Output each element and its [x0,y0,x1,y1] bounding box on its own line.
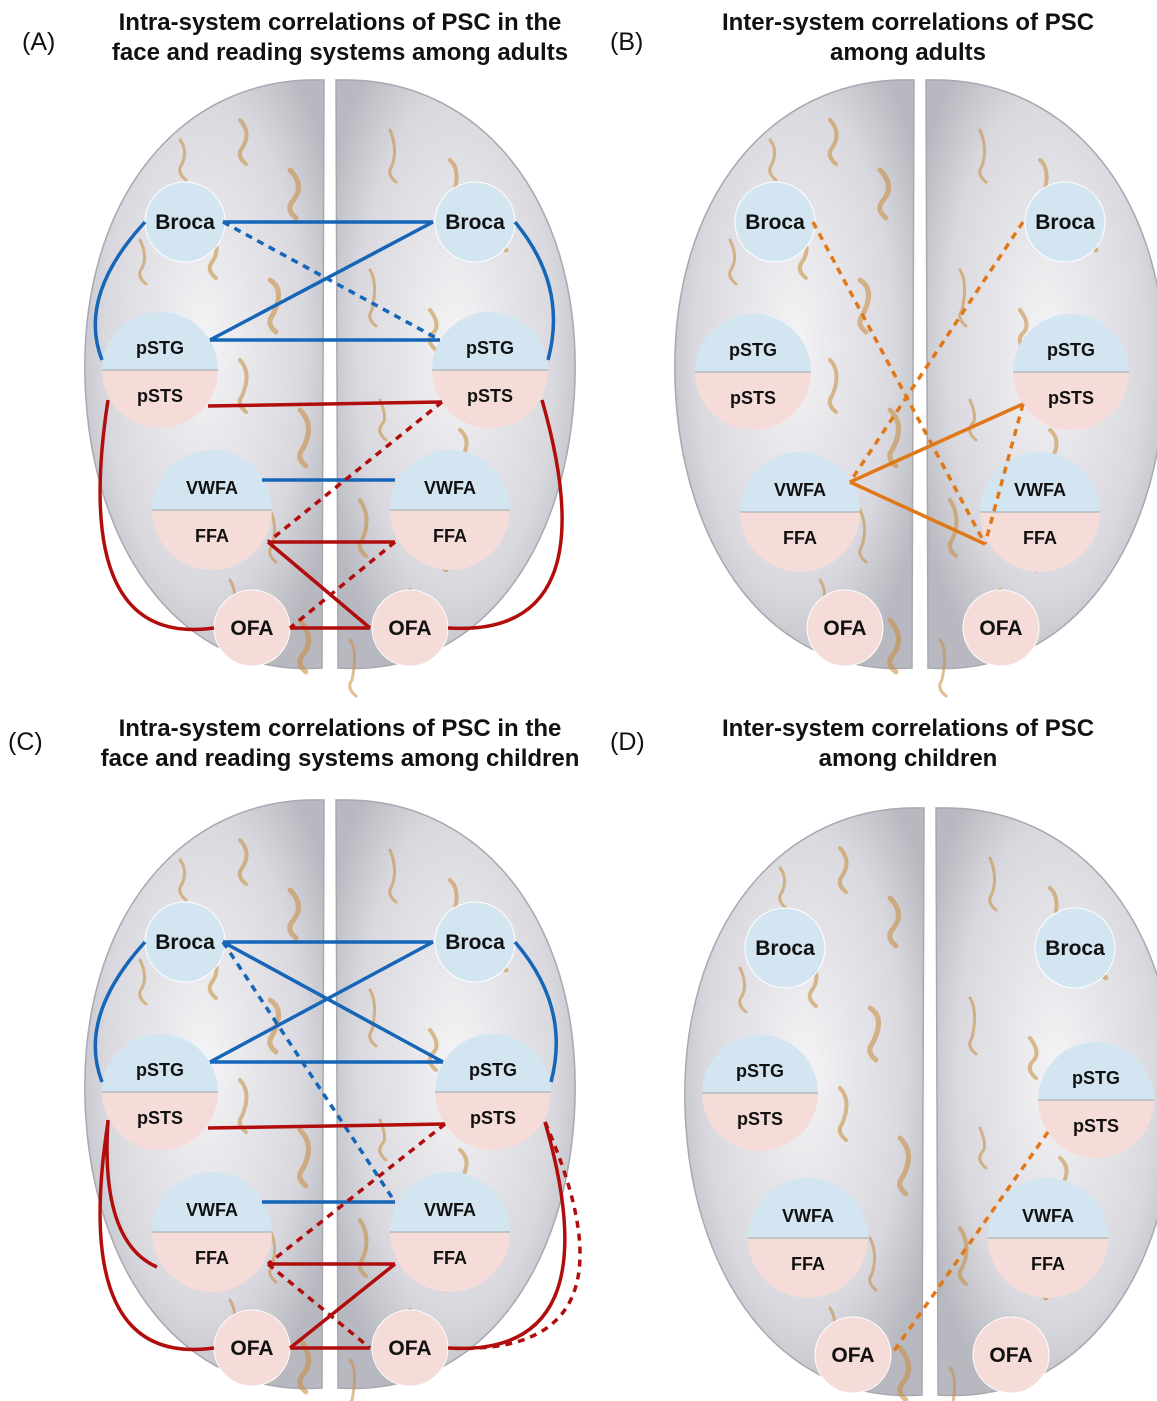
node-ofa-left-label: OFA [823,617,866,640]
node-ofa-right-label: OFA [388,1337,431,1360]
node-broca-right-label: Broca [1045,937,1105,960]
node-pstg-psts-left: pSTG pSTS [102,1034,218,1150]
brain-diagram: Broca Broca pSTG pSTS pSTG pSTS VWFA FFA VWFA FFA… [578,0,1156,700]
node-broca-left-label: Broca [155,211,215,234]
node-broca-right: Broca [435,182,515,262]
brain-diagram: Broca Broca pSTG pSTS pSTG pSTS VWFA FFA VWFA FFA… [578,700,1156,1400]
node-pstg-psts-left-bottom-label: pSTS [730,388,776,408]
node-vwfa-ffa-left-bottom-label: FFA [791,1254,825,1274]
node-pstg-psts-right: pSTG pSTS [1013,314,1129,430]
node-pstg-psts-right-bottom-label: pSTS [467,386,513,406]
node-broca-right-label: Broca [445,931,505,954]
node-vwfa-ffa-right-bottom-label: FFA [1031,1254,1065,1274]
node-pstg-psts-right-top-label: pSTG [469,1060,517,1080]
node-vwfa-ffa-right-bottom-label: FFA [1023,528,1057,548]
node-broca-right: Broca [435,902,515,982]
node-vwfa-ffa-left: VWFA FFA [152,450,272,570]
node-vwfa-ffa-left: VWFA FFA [152,1172,272,1292]
node-vwfa-ffa-left-bottom-label: FFA [195,1248,229,1268]
node-vwfa-ffa-left: VWFA FFA [748,1178,868,1298]
node-pstg-psts-left: pSTG pSTS [695,314,811,430]
node-ofa-left: OFA [214,1310,290,1386]
node-pstg-psts-right-bottom-label: pSTS [1048,388,1094,408]
node-broca-left-label: Broca [755,937,815,960]
node-pstg-psts-right-bottom-label: pSTS [470,1108,516,1128]
node-broca-left: Broca [145,182,225,262]
panel-c: (C) Intra-system correlations of PSC in … [0,700,578,1400]
node-broca-left-label: Broca [745,211,805,234]
node-vwfa-ffa-left-bottom-label: FFA [195,526,229,546]
node-pstg-psts-right-top-label: pSTG [1072,1068,1120,1088]
node-vwfa-ffa-right: VWFA FFA [980,452,1100,572]
node-pstg-psts-right: pSTG pSTS [432,312,548,428]
node-vwfa-ffa-right-bottom-label: FFA [433,526,467,546]
node-pstg-psts-right-top-label: pSTG [466,338,514,358]
node-pstg-psts-right: pSTG pSTS [435,1034,551,1150]
node-pstg-psts-right-bottom-label: pSTS [1073,1116,1119,1136]
node-ofa-right-label: OFA [388,617,431,640]
node-vwfa-ffa-right-top-label: VWFA [1022,1206,1074,1226]
node-ofa-right-label: OFA [989,1344,1032,1367]
node-vwfa-ffa-right-top-label: VWFA [1014,480,1066,500]
node-vwfa-ffa-right: VWFA FFA [988,1178,1108,1298]
node-ofa-right: OFA [372,1310,448,1386]
node-pstg-psts-left-top-label: pSTG [736,1061,784,1081]
node-vwfa-ffa-right-bottom-label: FFA [433,1248,467,1268]
node-pstg-psts-left-top-label: pSTG [136,338,184,358]
node-ofa-left: OFA [807,590,883,666]
node-ofa-left-label: OFA [831,1344,874,1367]
node-ofa-left-label: OFA [230,617,273,640]
node-pstg-psts-left-bottom-label: pSTS [137,386,183,406]
node-pstg-psts-left-bottom-label: pSTS [137,1108,183,1128]
node-broca-left: Broca [745,908,825,988]
node-broca-right-label: Broca [1035,211,1095,234]
node-pstg-psts-left-bottom-label: pSTS [737,1109,783,1129]
panel-b: (B) Inter-system correlations of PSC amo… [578,0,1156,700]
node-broca-left: Broca [145,902,225,982]
brain-diagram: Broca Broca pSTG pSTS pSTG pSTS VWFA FFA VWFA FFA… [0,700,578,1400]
node-pstg-psts-right: pSTG pSTS [1038,1042,1154,1158]
node-ofa-left-label: OFA [230,1337,273,1360]
node-vwfa-ffa-left-top-label: VWFA [782,1206,834,1226]
node-pstg-psts-left-top-label: pSTG [136,1060,184,1080]
node-vwfa-ffa-right-top-label: VWFA [424,478,476,498]
node-vwfa-ffa-right: VWFA FFA [390,1172,510,1292]
node-vwfa-ffa-right: VWFA FFA [390,450,510,570]
node-broca-right-label: Broca [445,211,505,234]
node-pstg-psts-left: pSTG pSTS [102,312,218,428]
node-vwfa-ffa-left-top-label: VWFA [186,478,238,498]
node-pstg-psts-left-top-label: pSTG [729,340,777,360]
node-pstg-psts-right-top-label: pSTG [1047,340,1095,360]
panel-d: (D) Inter-system correlations of PSC amo… [578,700,1156,1400]
brain-diagram: Broca Broca pSTG pSTS pSTG pSTS VWFA FFA VWFA FFA… [0,0,578,700]
node-ofa-right: OFA [963,590,1039,666]
node-broca-left-label: Broca [155,931,215,954]
node-vwfa-ffa-left-top-label: VWFA [186,1200,238,1220]
node-broca-right: Broca [1025,182,1105,262]
node-broca-left: Broca [735,182,815,262]
node-ofa-left: OFA [214,590,290,666]
node-vwfa-ffa-left-top-label: VWFA [774,480,826,500]
node-ofa-right: OFA [372,590,448,666]
node-ofa-right-label: OFA [979,617,1022,640]
node-broca-right: Broca [1035,908,1115,988]
panel-a: (A) Intra-system correlations of PSC in … [0,0,578,700]
node-vwfa-ffa-left-bottom-label: FFA [783,528,817,548]
node-ofa-right: OFA [973,1317,1049,1393]
node-vwfa-ffa-right-top-label: VWFA [424,1200,476,1220]
node-vwfa-ffa-left: VWFA FFA [740,452,860,572]
node-ofa-left: OFA [815,1317,891,1393]
node-pstg-psts-left: pSTG pSTS [702,1035,818,1151]
